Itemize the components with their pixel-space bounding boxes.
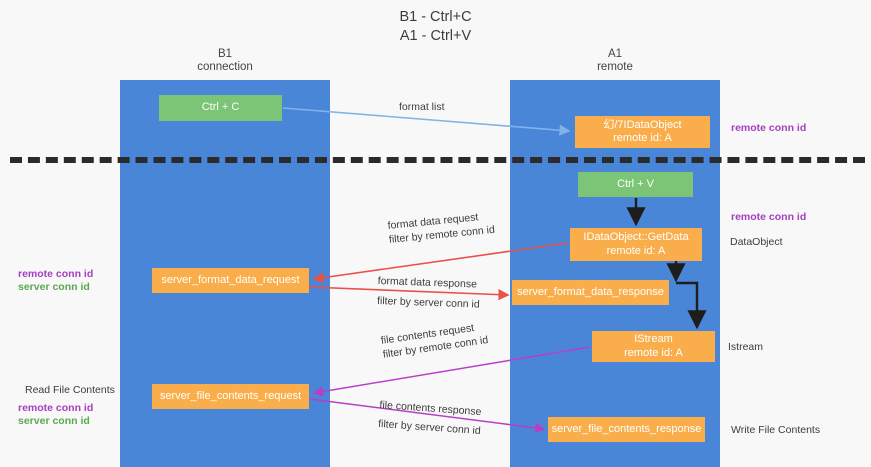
node-ctrl-c[interactable]: Ctrl + C [159, 95, 282, 121]
filter-prefix-1: filter by [388, 230, 427, 246]
node-server-format-data-response[interactable]: server_format_data_response [512, 280, 669, 305]
node-idataobject-top-sub: remote id: A [613, 132, 672, 144]
annotation-remote-conn-id-top: remote conn id [731, 122, 807, 134]
edge-label-format-data-response-line2: filter by server conn id [377, 294, 480, 312]
edge-label-format-list: format list [399, 101, 445, 113]
annotation-read-file-contents: Read File Contents [25, 384, 115, 396]
node-ctrl-c-label: Ctrl + C [201, 101, 240, 114]
lane-a1-name: A1 [607, 48, 623, 60]
node-server-file-contents-response[interactable]: server_file_contents_response [548, 417, 705, 442]
annotation-legend-bottom: remote conn id server conn id [18, 402, 93, 428]
edge-label-file-contents-response: file contents response filter by server … [378, 398, 483, 438]
filter-value-4: server conn id [414, 420, 482, 438]
node-server-file-contents-request[interactable]: server_file_contents_request [152, 384, 309, 409]
legend-server-conn-id-1: server conn id [18, 281, 90, 293]
annotation-write-file-contents: Write File Contents [731, 424, 821, 436]
lane-header-a1: A1 remote [510, 48, 720, 74]
node-server-file-contents-request-label: server_file_contents_request [159, 389, 302, 402]
filter-value-2: server conn id [413, 296, 480, 311]
legend-remote-conn-id-1: remote conn id [18, 268, 94, 280]
annotation-istream: Istream [728, 341, 764, 353]
node-idataobject-top-label: 幻/7IDataObject [603, 118, 682, 131]
edge-label-file-contents-response-line1: file contents response [379, 398, 482, 419]
edge-label-format-data-response-line1: format data response [377, 274, 478, 291]
node-istream-label: IStream [634, 333, 673, 345]
node-getdata-label: IDataObject::GetData [583, 231, 689, 243]
filter-prefix-3: filter by [382, 343, 421, 361]
section-divider [10, 157, 865, 163]
edge-label-format-data-request: format data request filter by remote con… [387, 209, 495, 247]
node-server-format-data-request[interactable]: server_format_data_request [152, 268, 309, 293]
annotation-remote-conn-id-mid: remote conn id [731, 211, 807, 223]
node-idataobject-getdata[interactable]: IDataObject::GetData remote id: A [570, 228, 702, 261]
node-istream-sub: remote id: A [624, 346, 683, 359]
lane-b1-role: connection [197, 61, 253, 73]
edge-label-format-data-response: format data response filter by server co… [377, 274, 481, 312]
node-server-format-data-response-label: server_format_data_response [517, 285, 664, 298]
title-line-1: B1 - Ctrl+C [399, 9, 472, 25]
lane-a1-role: remote [597, 61, 633, 73]
node-ctrl-v[interactable]: Ctrl + V [578, 172, 693, 197]
legend-remote-conn-id-2: remote conn id [18, 402, 94, 414]
title-line-2: A1 - Ctrl+V [399, 28, 472, 44]
node-server-file-contents-response-label: server_file_contents_response [551, 422, 702, 435]
legend-server-conn-id-2: server conn id [18, 415, 90, 427]
node-ctrl-v-label: Ctrl + V [617, 177, 654, 190]
edge-label-file-contents-request: file contents request filter by remote c… [380, 319, 489, 362]
annotation-legend-top: remote conn id server conn id [18, 268, 93, 294]
edge-label-file-contents-response-line2: filter by server conn id [378, 417, 481, 438]
node-idataobject-top[interactable]: 幻/7IDataObject remote id: A [575, 116, 710, 148]
node-server-format-data-request-label: server_format_data_request [161, 273, 300, 286]
filter-prefix-2: filter by [376, 294, 415, 309]
lane-header-b1: B1 connection [120, 48, 330, 74]
diagram-title: B1 - Ctrl+C A1 - Ctrl+V [0, 8, 871, 46]
node-getdata-sub: remote id: A [606, 244, 666, 257]
annotation-dataobject: DataObject [730, 236, 783, 248]
filter-prefix-4: filter by [377, 417, 416, 433]
node-istream[interactable]: IStream remote id: A [592, 331, 715, 362]
lane-b1-name: B1 [217, 48, 233, 60]
